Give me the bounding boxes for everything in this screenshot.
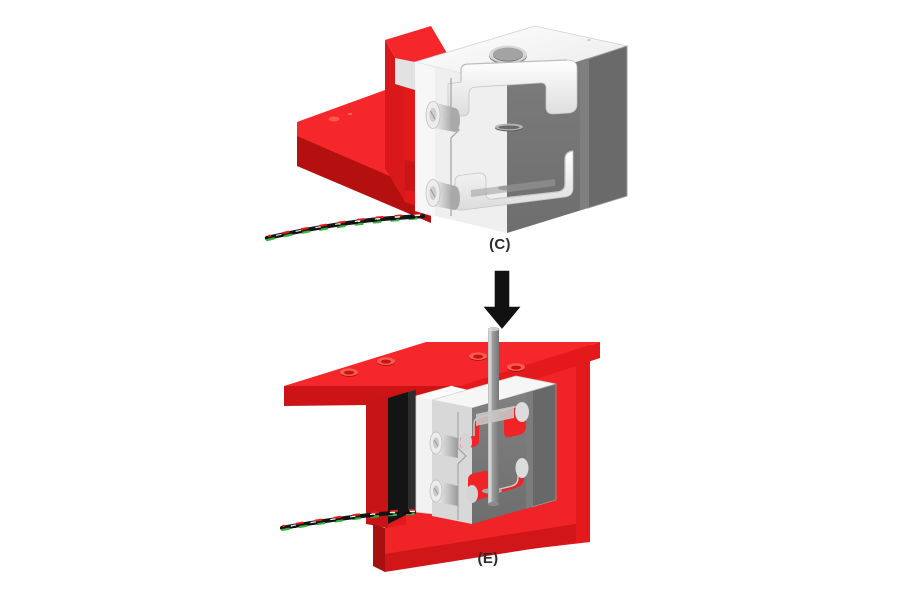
fixture-top-plate-holes — [340, 352, 525, 377]
load-cell-lower-cutout — [454, 150, 574, 211]
loading-rod — [476, 326, 514, 507]
load-cell-screw-boss-upper — [429, 431, 458, 458]
panel-e-assembly: (E) — [270, 326, 650, 578]
load-cell-top-hole — [489, 45, 527, 65]
signal-cable — [279, 508, 417, 532]
panel-c-drawing — [264, 25, 629, 242]
load-cell-screw-boss-lower — [425, 179, 460, 210]
panel-e-caption: (E) — [477, 550, 499, 567]
load-cell-upper-cutout — [447, 59, 578, 118]
load-cell-screw-boss-lower — [429, 479, 458, 506]
panel-e-drawing — [279, 326, 600, 572]
load-cell-screw-boss-upper — [425, 101, 460, 132]
load-direction-arrow — [478, 269, 526, 332]
panel-c-assembly: (C) — [255, 18, 655, 253]
black-spacer — [388, 390, 416, 524]
load-cell-lower-cutout — [466, 458, 529, 503]
arrow-glyph — [480, 269, 524, 332]
signal-cable — [264, 212, 426, 242]
load-cell-mid-slot — [495, 123, 523, 132]
panel-c-caption: (C) — [489, 236, 511, 253]
load-cell — [395, 25, 629, 233]
